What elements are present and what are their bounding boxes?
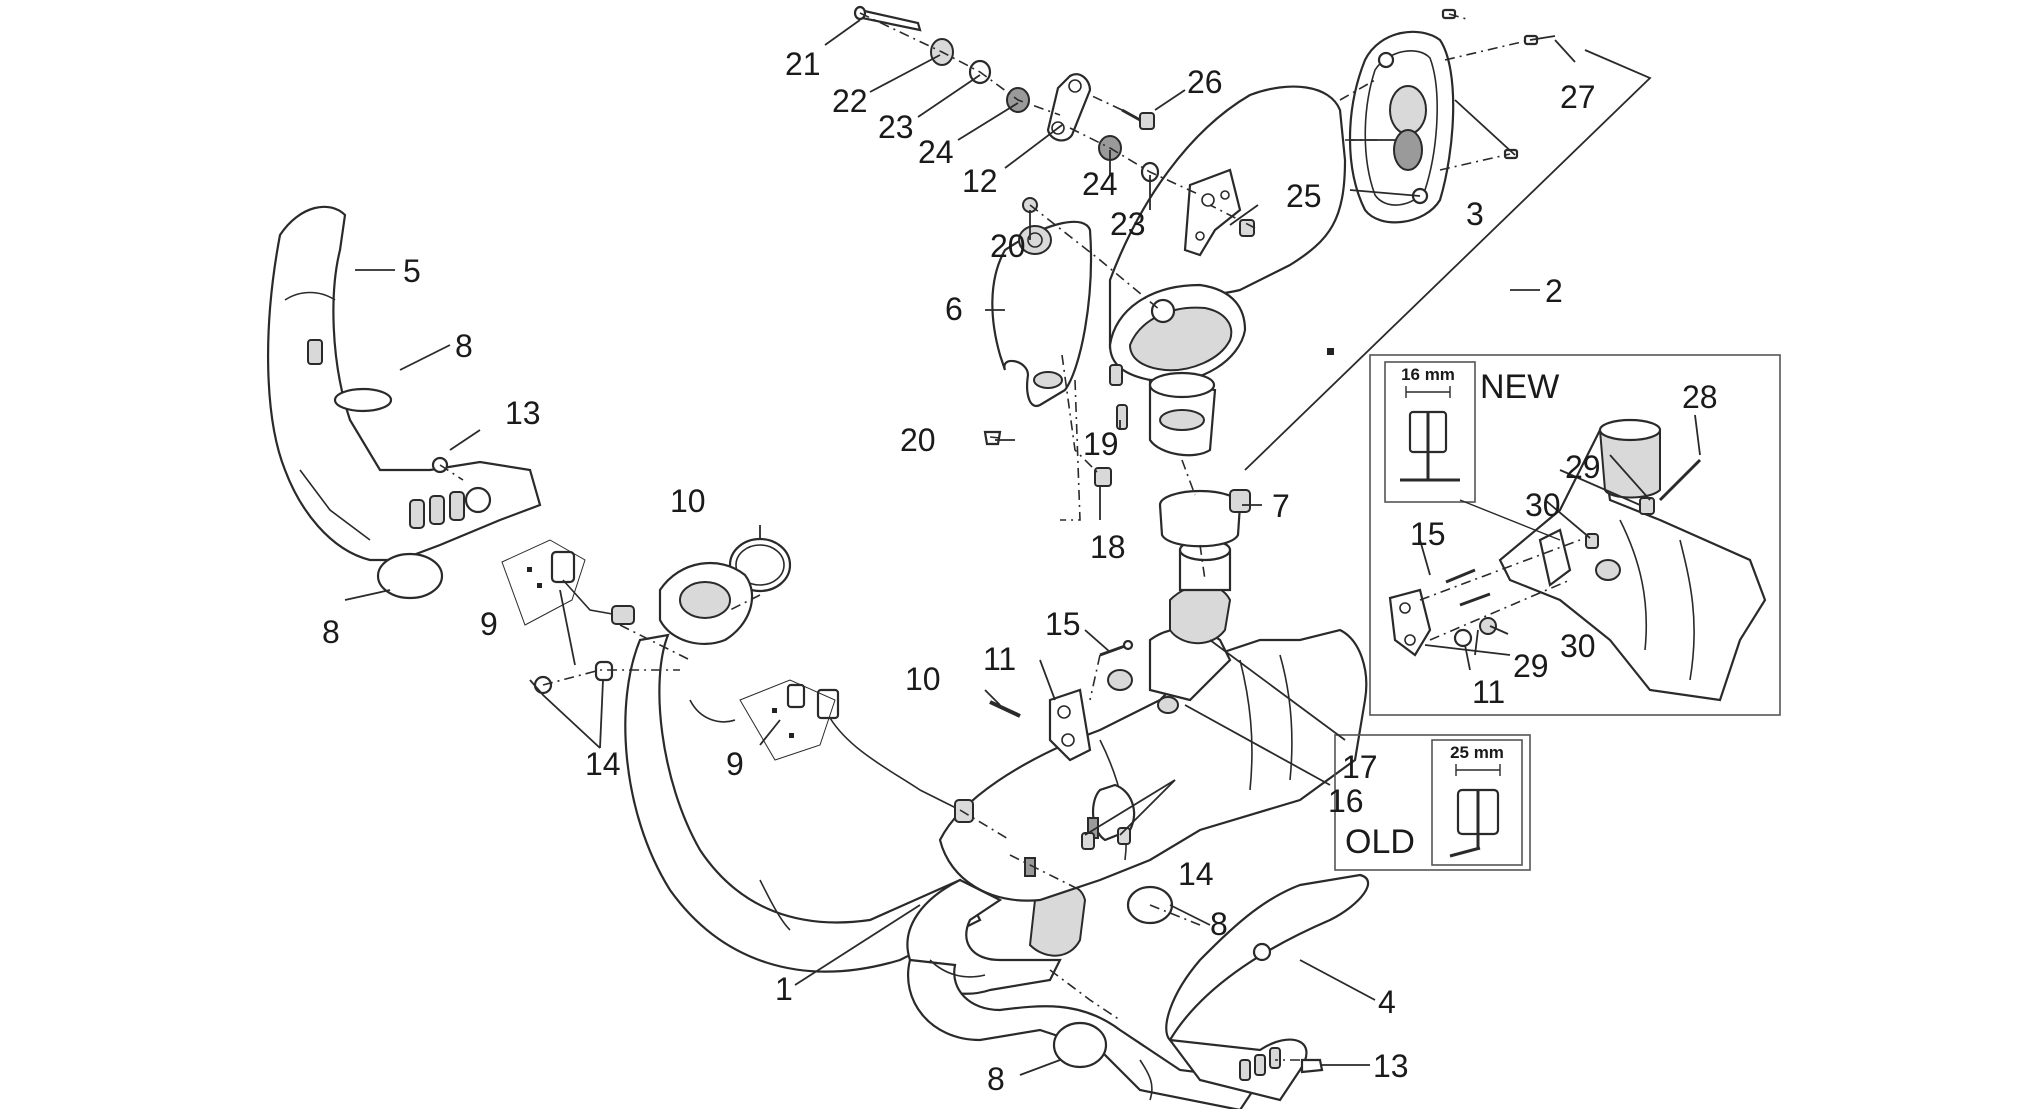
callout-8-middle: 8 (1210, 906, 1228, 942)
callout-10-left: 10 (670, 483, 706, 519)
part-25-nut (1239, 219, 1255, 237)
callout-6: 6 (945, 291, 963, 327)
part-11-bracket (1048, 688, 1092, 762)
part-13-screw-lower (1300, 1058, 1324, 1074)
part-27-screw-low (1503, 148, 1519, 160)
callout-14-left: 14 (585, 746, 621, 782)
callout-11-center: 11 (983, 641, 1016, 677)
part-9-lambda-sensor-left (501, 539, 635, 626)
part-1-catalyst-box (938, 534, 1368, 902)
callout-13-lower: 13 (1373, 1048, 1409, 1084)
part-14-nut-c (1081, 832, 1095, 850)
callout-labels: 21 22 23 24 12 26 24 23 25 27 3 2 20 6 2… (322, 46, 1718, 1097)
assembly-lines (439, 12, 1531, 1061)
part-18-clip (1094, 467, 1112, 487)
inset-old: 25 mm OLD (1334, 734, 1531, 871)
part-8-clamp-lower (376, 552, 444, 600)
callout-20-bottom: 20 (900, 422, 936, 458)
part-15-bolt (1099, 639, 1134, 657)
callout-28: 28 (1682, 379, 1718, 415)
callout-15-center: 15 (1045, 606, 1081, 642)
inset-new: 16 mm NEW (1369, 354, 1781, 716)
callout-23-mid: 23 (1110, 206, 1146, 242)
callout-16: 16 (1328, 783, 1364, 819)
callout-8-bottom: 8 (987, 1061, 1005, 1097)
leader-lines (344, 19, 1701, 1076)
part-9-lambda-sensor-center (739, 679, 974, 823)
part-6-silencer-heat-shield (991, 220, 1093, 408)
callout-10-center: 10 (905, 661, 941, 697)
callout-14-center: 14 (1178, 856, 1214, 892)
part-2-silencer (1108, 85, 1347, 457)
callout-11-inset: 11 (1472, 674, 1505, 710)
part-8-clamp-upper (333, 387, 393, 413)
callout-8-left: 8 (322, 614, 340, 650)
callout-26: 26 (1187, 64, 1223, 100)
callout-19: 19 (1083, 426, 1119, 462)
callout-24-mid: 24 (1082, 166, 1118, 202)
part-7-clamp (1158, 489, 1251, 548)
callout-24-top: 24 (918, 134, 954, 170)
part-14-nut-b (594, 660, 614, 682)
callout-30-top: 30 (1525, 487, 1561, 523)
callout-2: 2 (1545, 273, 1563, 309)
inset-old-dimension: 25 mm (1450, 743, 1504, 762)
part-4-lower-heat-shield (1165, 873, 1370, 1102)
inset-new-label: NEW (1480, 368, 1559, 406)
callout-8-upper: 8 (455, 328, 473, 364)
part-14-nut-d (1117, 827, 1131, 845)
part-5-header-heat-shield (266, 205, 542, 562)
callout-5: 5 (403, 253, 421, 289)
part-3-silencer-end-cover (1348, 30, 1455, 224)
callout-21: 21 (785, 46, 821, 82)
part-10-pin (989, 700, 1021, 718)
callout-29-top: 29 (1565, 449, 1601, 485)
callout-4: 4 (1378, 984, 1396, 1020)
callout-18: 18 (1090, 529, 1126, 565)
callout-22: 22 (832, 83, 868, 119)
callout-12: 12 (962, 163, 998, 199)
callout-7: 7 (1272, 488, 1290, 524)
callout-25: 25 (1286, 178, 1322, 214)
callout-29-bottom: 29 (1513, 648, 1549, 684)
callout-20-top: 20 (990, 228, 1026, 264)
callout-1: 1 (775, 971, 793, 1007)
part-26-bolt (1121, 108, 1155, 130)
callout-23-top: 23 (878, 109, 914, 145)
inset-new-dimension: 16 mm (1401, 365, 1455, 384)
callout-13-upper: 13 (505, 395, 541, 431)
callout-3: 3 (1466, 196, 1484, 232)
part-12-bracket-plate (1046, 73, 1092, 142)
callout-30-bottom: 30 (1560, 628, 1596, 664)
callout-17: 17 (1342, 749, 1378, 785)
callout-27: 27 (1560, 79, 1596, 115)
callout-9-left: 9 (480, 606, 498, 642)
callout-15-inset: 15 (1410, 516, 1446, 552)
part-8-clamp-bottom (1052, 1021, 1108, 1069)
callout-9-center: 9 (726, 746, 744, 782)
inset-old-label: OLD (1345, 823, 1415, 861)
